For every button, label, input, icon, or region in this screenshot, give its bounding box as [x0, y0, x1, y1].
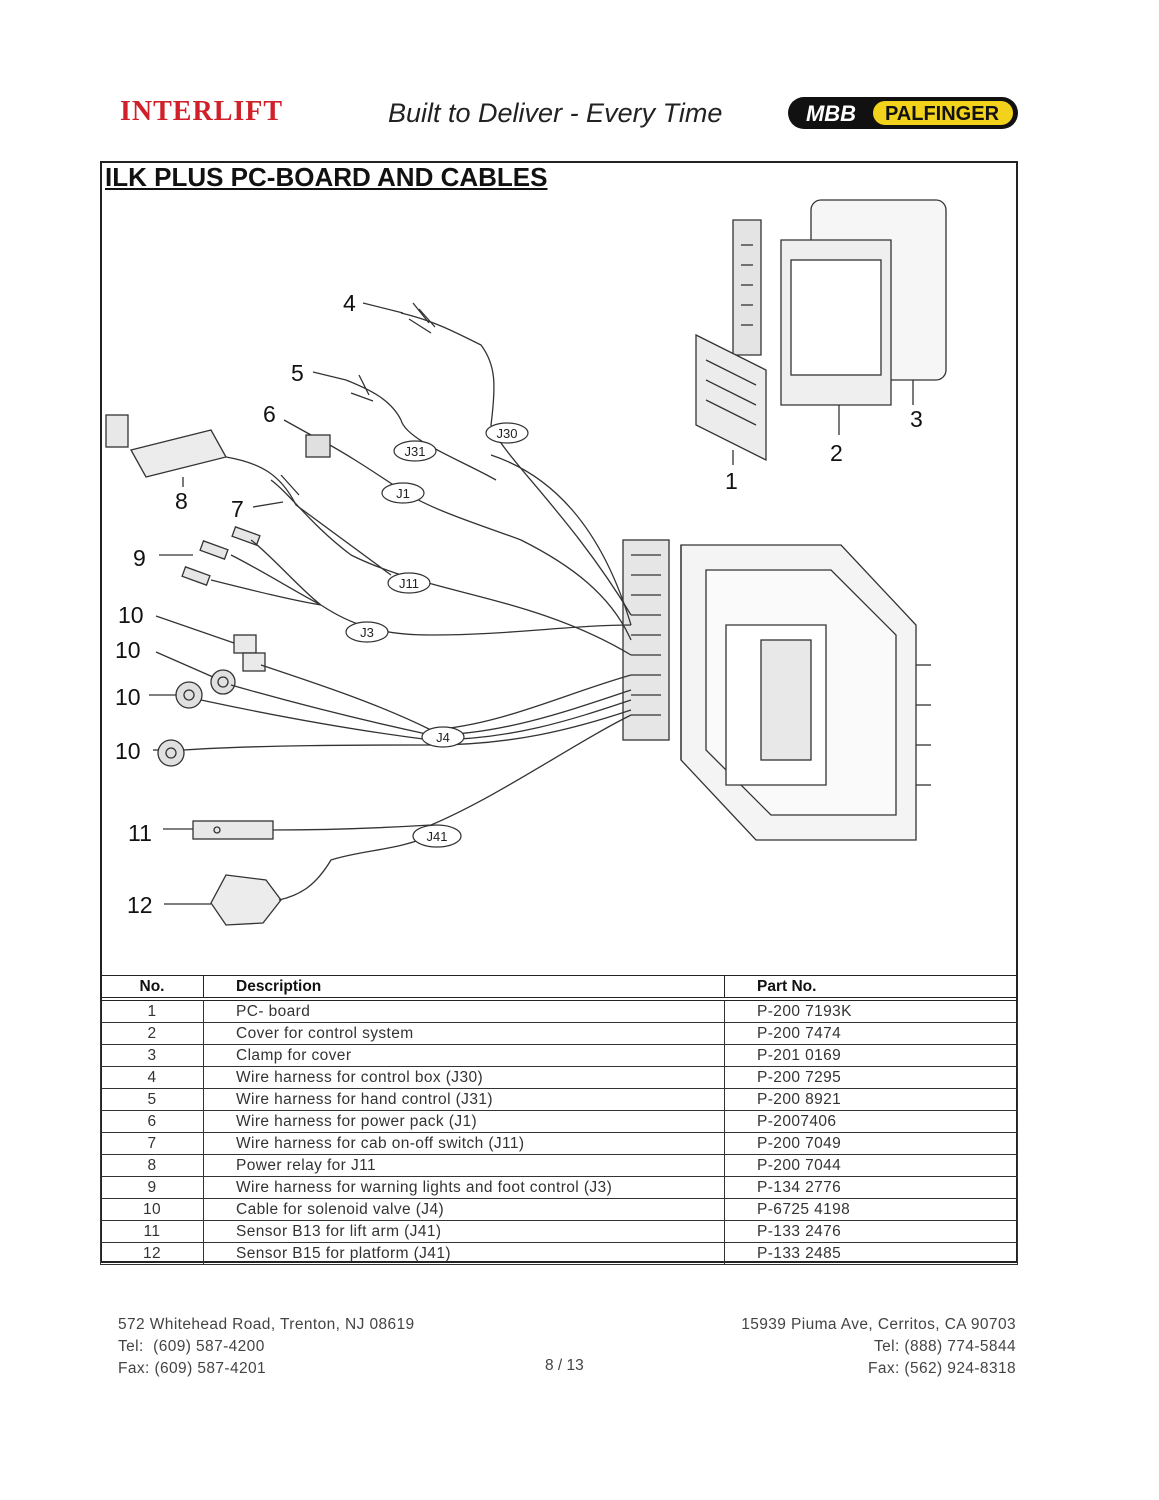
- footer-right-tel: Tel: (888) 774-5844: [873, 1338, 1016, 1355]
- page-number: 8 / 13: [545, 1357, 584, 1374]
- row-part-no: P-200 7295: [724, 1066, 1018, 1089]
- row-no: 1: [100, 998, 204, 1023]
- row-part-no: P-200 7193K: [724, 998, 1018, 1023]
- row-part-no: P-200 7049: [724, 1132, 1018, 1155]
- mbb-palfinger-logo: MBB PALFINGER: [788, 97, 1018, 129]
- connector-label-j1: J1: [396, 486, 410, 501]
- callout-2: 2: [830, 440, 843, 466]
- table-header-row: No. Description Part No.: [100, 975, 1018, 1001]
- board-cover-clamp-illustration: [695, 199, 947, 462]
- connector-label-j30: J30: [497, 426, 518, 441]
- callout-10a: 10: [118, 602, 144, 628]
- footer-left-tel: Tel: (609) 587-4200: [118, 1338, 265, 1355]
- footer-left-address: 572 Whitehead Road, Trenton, NJ 08619: [118, 1316, 415, 1333]
- callout-1: 1: [725, 468, 738, 494]
- row-description: Sensor B15 for platform (J41): [203, 1242, 725, 1265]
- row-part-no: P-200 7474: [724, 1022, 1018, 1045]
- callout-10d: 10: [115, 738, 141, 764]
- connector-label-j31: J31: [405, 444, 426, 459]
- callout-12: 12: [127, 892, 153, 918]
- row-description: Cable for solenoid valve (J4): [203, 1198, 725, 1221]
- row-description: Wire harness for control box (J30): [203, 1066, 725, 1089]
- row-no: 8: [100, 1154, 204, 1177]
- row-no: 9: [100, 1176, 204, 1199]
- connector-label-j3: J3: [360, 625, 374, 640]
- connector-label-j41: J41: [427, 829, 448, 844]
- row-no: 6: [100, 1110, 204, 1133]
- row-no: 7: [100, 1132, 204, 1155]
- interlift-logo: INTERLIFT: [120, 96, 284, 127]
- row-description: Power relay for J11: [203, 1154, 725, 1177]
- footer-left-fax: Fax: (609) 587-4201: [118, 1360, 267, 1377]
- header-part-no: Part No.: [724, 975, 1018, 1001]
- callout-5: 5: [291, 360, 304, 386]
- exploded-parts-diagram: J30 J31 J1 J11 J3 J4 J41 1 2 3 4 5 6 8 7…: [105, 199, 947, 926]
- row-description: Cover for control system: [203, 1022, 725, 1045]
- row-description: Clamp for cover: [203, 1044, 725, 1067]
- callout-7: 7: [231, 496, 244, 522]
- callout-6: 6: [263, 401, 276, 427]
- row-part-no: P-201 0169: [724, 1044, 1018, 1067]
- row-no: 4: [100, 1066, 204, 1089]
- control-box-illustration: [622, 539, 931, 841]
- row-description: Wire harness for hand control (J31): [203, 1088, 725, 1111]
- row-no: 10: [100, 1198, 204, 1221]
- row-description: Wire harness for power pack (J1): [203, 1110, 725, 1133]
- tagline: Built to Deliver - Every Time: [388, 98, 723, 128]
- callout-11: 11: [128, 820, 152, 846]
- callout-10b: 10: [115, 637, 141, 663]
- row-description: Sensor B13 for lift arm (J41): [203, 1220, 725, 1243]
- row-part-no: P-133 2485: [724, 1242, 1018, 1265]
- row-no: 3: [100, 1044, 204, 1067]
- row-part-no: P-200 8921: [724, 1088, 1018, 1111]
- section-title: ILK PLUS PC-BOARD AND CABLES: [105, 162, 548, 192]
- callout-4: 4: [343, 290, 356, 316]
- row-part-no: P-134 2776: [724, 1176, 1018, 1199]
- callout-9: 9: [133, 545, 146, 571]
- footer-east-address: 572 Whitehead Road, Trenton, NJ 08619 Te…: [118, 1314, 415, 1380]
- row-part-no: P-133 2476: [724, 1220, 1018, 1243]
- row-part-no: P-6725 4198: [724, 1198, 1018, 1221]
- row-no: 5: [100, 1088, 204, 1111]
- row-description: Wire harness for cab on-off switch (J11): [203, 1132, 725, 1155]
- header-no: No.: [100, 975, 204, 1001]
- connector-label-j4: J4: [436, 730, 450, 745]
- callout-3: 3: [910, 406, 923, 432]
- row-no: 2: [100, 1022, 204, 1045]
- footer-west-address: 15939 Piuma Ave, Cerritos, CA 90703 Tel:…: [741, 1314, 1016, 1380]
- row-description: Wire harness for warning lights and foot…: [203, 1176, 725, 1199]
- callout-8: 8: [175, 488, 188, 514]
- row-part-no: P-200 7044: [724, 1154, 1018, 1177]
- row-no: 12: [100, 1242, 204, 1265]
- row-part-no: P-2007406: [724, 1110, 1018, 1133]
- footer-right-fax: Fax: (562) 924-8318: [867, 1360, 1016, 1377]
- connector-label-j11: J11: [399, 576, 419, 591]
- logo-palfinger-text: PALFINGER: [885, 103, 1000, 125]
- row-description: PC- board: [203, 998, 725, 1023]
- logo-mbb-text: MBB: [806, 101, 856, 126]
- header-description: Description: [203, 975, 725, 1001]
- footer-right-address: 15939 Piuma Ave, Cerritos, CA 90703: [741, 1316, 1016, 1333]
- callout-10c: 10: [115, 684, 141, 710]
- row-no: 11: [100, 1220, 204, 1243]
